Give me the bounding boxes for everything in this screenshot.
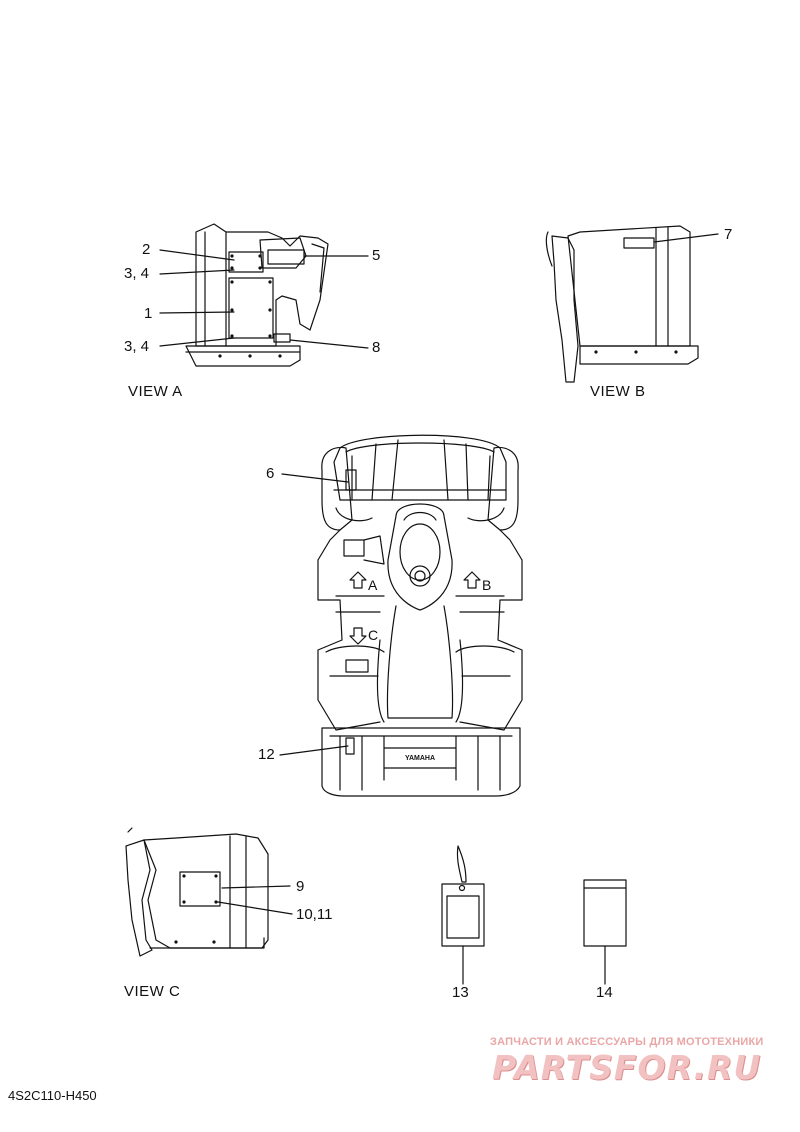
view-c-label: VIEW C <box>124 983 181 1000</box>
callout-13: 13 <box>452 984 469 1001</box>
callout-14: 14 <box>596 984 613 1001</box>
view-a-rivets <box>218 254 282 358</box>
view-c-leader-lines <box>217 885 293 915</box>
view-a-leader-lines <box>159 249 369 349</box>
view-b-drawing <box>545 225 699 383</box>
callout-6: 6 <box>266 465 275 482</box>
view-b-rivets <box>594 350 678 354</box>
callout-5: 5 <box>372 247 381 264</box>
callout-2: 2 <box>142 241 151 258</box>
drawing-code: 4S2C110-H450 <box>8 1088 97 1103</box>
atv-top-view <box>317 434 523 797</box>
callout-12: 12 <box>258 746 275 763</box>
view-c-drawing <box>125 827 269 957</box>
callout-3-4-lower: 3, 4 <box>124 338 150 355</box>
watermark-tagline: ЗАПЧАСТИ И АКСЕССУАРЫ ДЛЯ МОТОТЕХНИКИ <box>490 1036 764 1048</box>
item-13-tag <box>441 845 485 985</box>
arrow-label-a: A <box>368 577 378 593</box>
arrow-label-b: B <box>482 577 491 593</box>
view-c-rivets <box>174 874 218 944</box>
callout-8: 8 <box>372 339 381 356</box>
view-a-label: VIEW A <box>128 383 183 400</box>
callout-1: 1 <box>144 305 153 322</box>
view-b-label: VIEW B <box>590 383 646 400</box>
watermark-logo: PARTSFOR.RU <box>492 1048 762 1087</box>
view-a-drawing <box>185 223 329 367</box>
callout-10-11: 10,11 <box>296 906 333 923</box>
arrow-label-c: C <box>368 627 378 643</box>
callout-9: 9 <box>296 878 305 895</box>
item-14-card <box>583 879 627 985</box>
view-b-leader-line <box>653 233 719 243</box>
callout-7: 7 <box>724 226 733 243</box>
callout-3-4-upper: 3, 4 <box>124 265 150 282</box>
yamaha-logo-text: YAMAHA <box>405 755 435 762</box>
top-view-leader-lines <box>279 473 349 756</box>
